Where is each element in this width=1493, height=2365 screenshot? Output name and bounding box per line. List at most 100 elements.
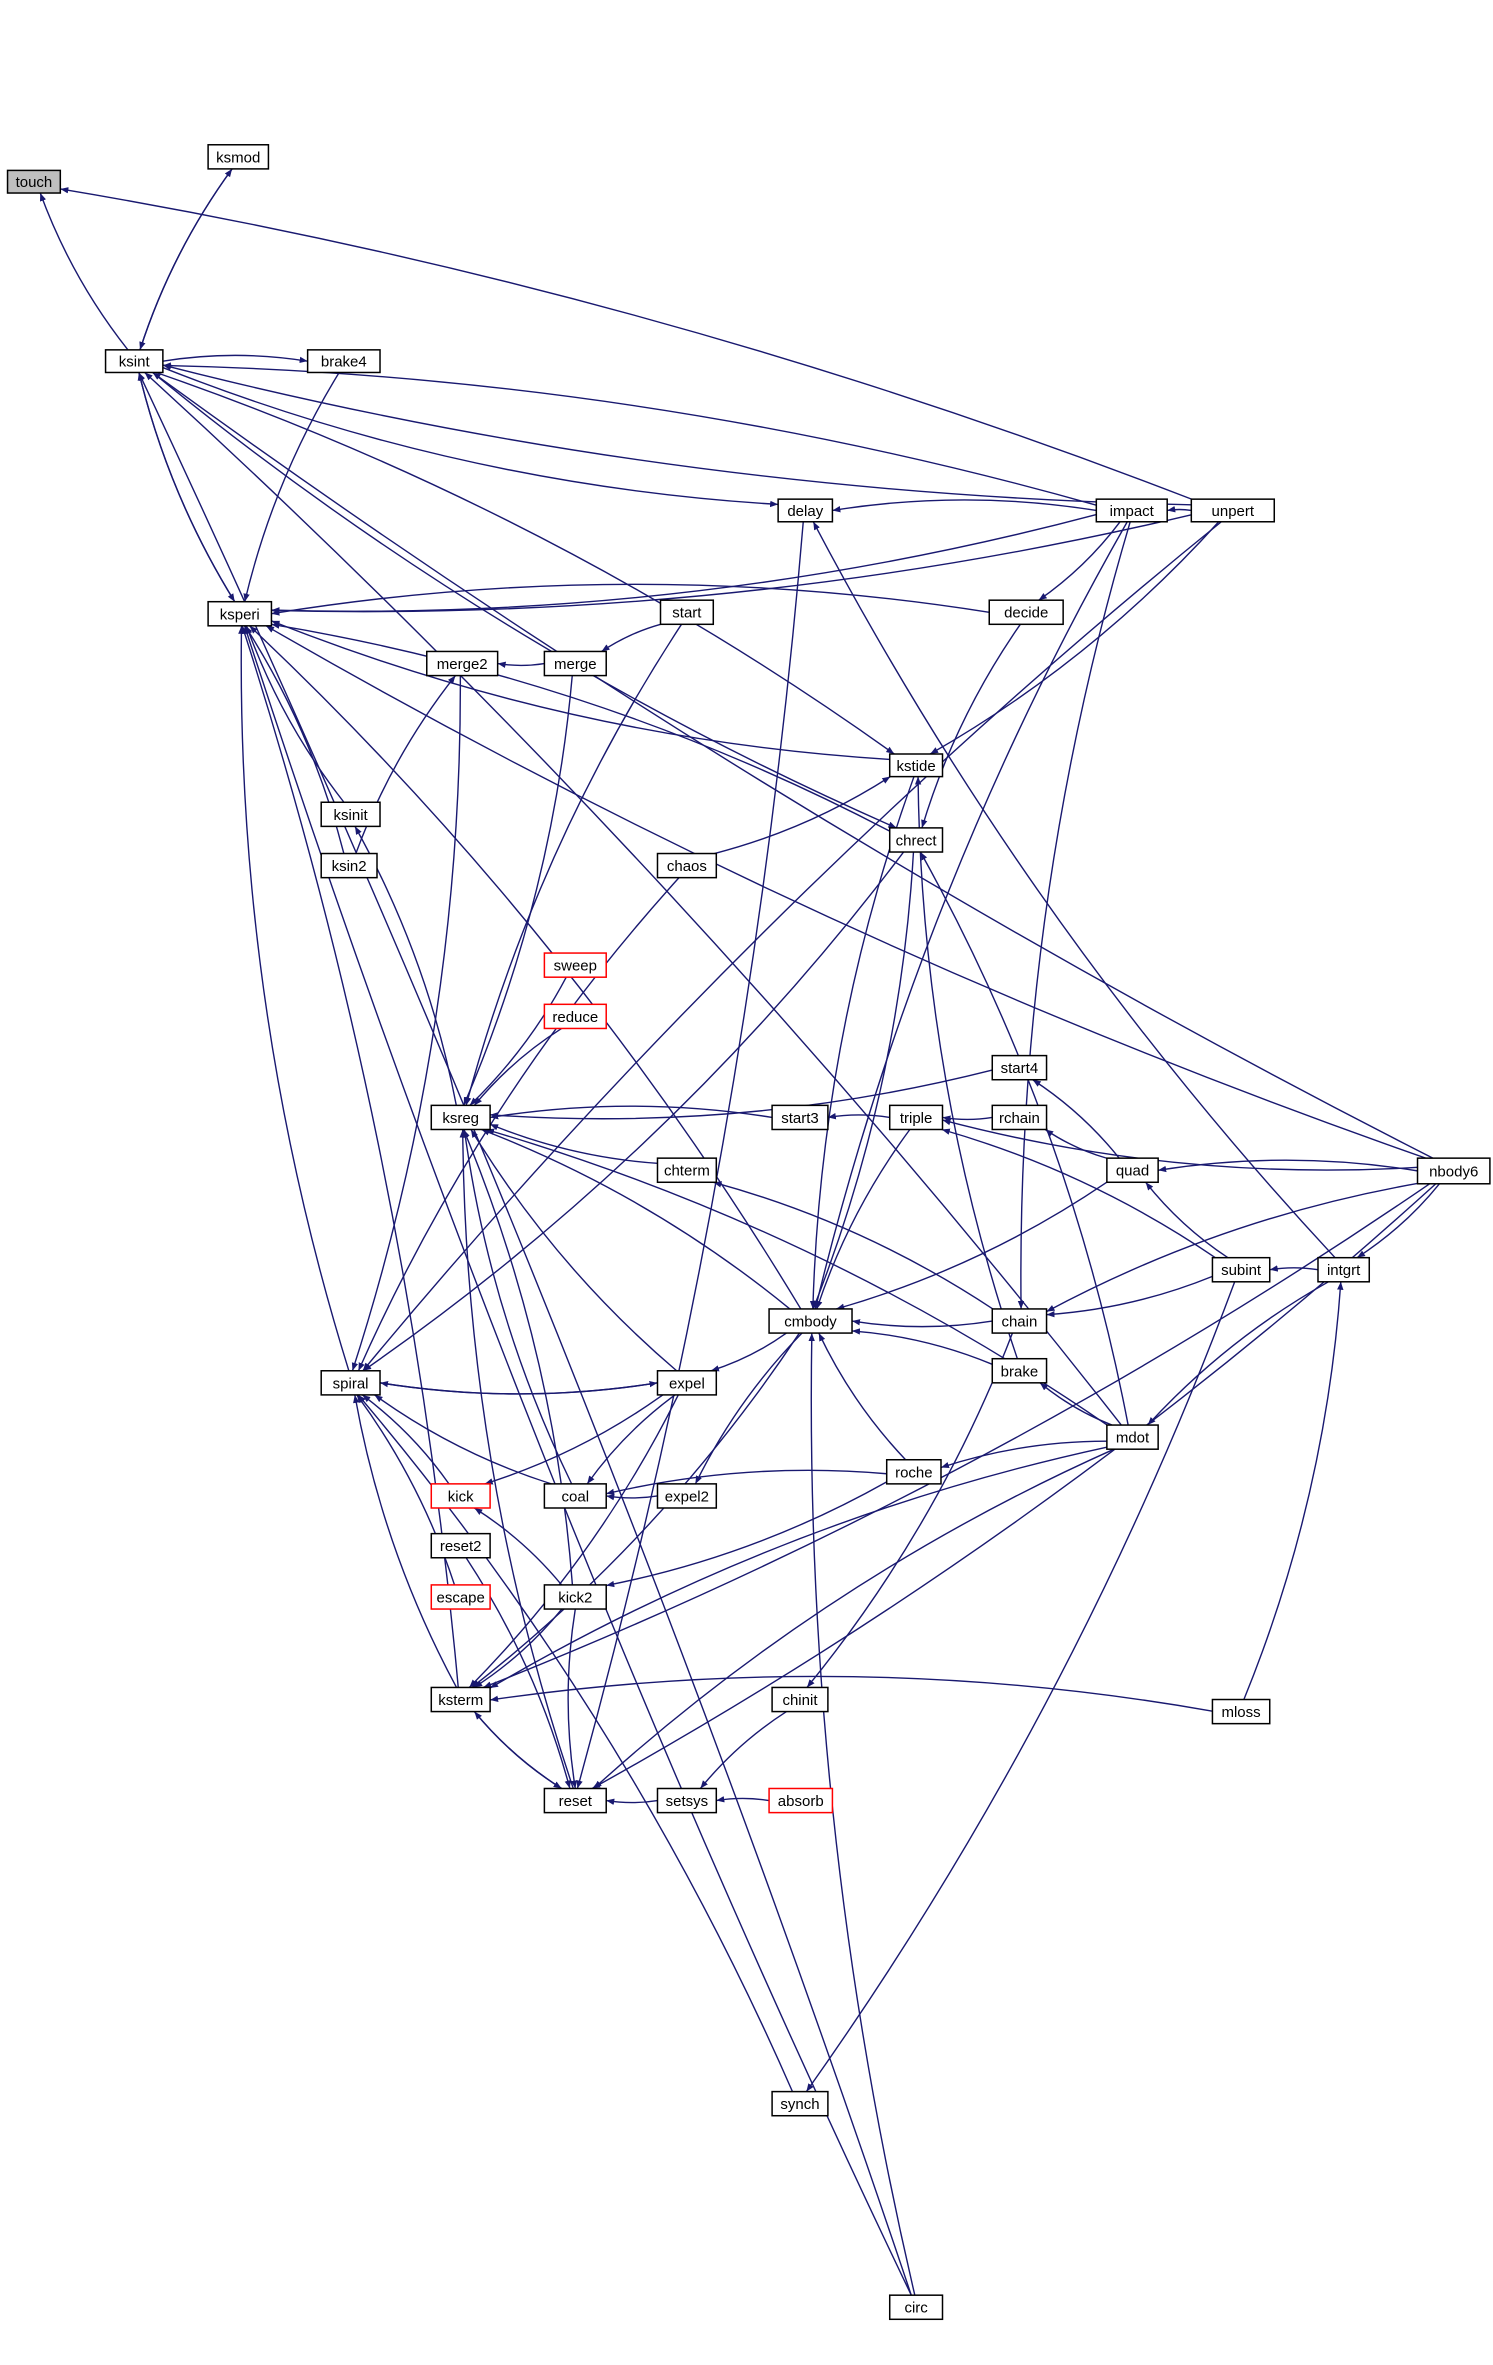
edge-expel-to-ksreg — [470, 1129, 678, 1372]
node-label: roche — [895, 1464, 933, 1481]
node-ksint[interactable]: ksint — [104, 349, 164, 374]
node-escape[interactable]: escape — [430, 1584, 491, 1610]
node-expel[interactable]: expel — [656, 1370, 718, 1396]
node-sweep[interactable]: sweep — [543, 952, 607, 978]
node-start[interactable]: start — [659, 599, 715, 626]
edge-impact-to-delay — [832, 499, 1097, 513]
node-reset2[interactable]: reset2 — [430, 1532, 491, 1559]
edge-decide-to-ksperi — [271, 583, 990, 616]
node-box — [659, 599, 715, 626]
edge-circ-to-cmbody — [808, 1333, 916, 2296]
node-box — [768, 1308, 853, 1334]
node-chinit[interactable]: chinit — [771, 1686, 829, 1713]
node-nbody6[interactable]: nbody6 — [1416, 1157, 1491, 1185]
edge-cmbody-to-expel — [710, 1332, 787, 1372]
node-synch[interactable]: synch — [771, 2090, 829, 2117]
edge-cmbody-to-expel2 — [694, 1332, 803, 1485]
node-setsys[interactable]: setsys — [656, 1787, 718, 1814]
edge-start-to-ksreg — [465, 623, 683, 1106]
node-ksterm[interactable]: ksterm — [430, 1686, 491, 1713]
node-unpert[interactable]: unpert — [1190, 498, 1276, 523]
node-kick2[interactable]: kick2 — [543, 1584, 607, 1610]
node-label: delay — [787, 503, 823, 520]
node-impact[interactable]: impact — [1095, 498, 1168, 523]
edge-chrect-to-spiral — [362, 851, 905, 1372]
edge-quad-to-start4 — [1032, 1079, 1120, 1159]
node-absorb[interactable]: absorb — [768, 1787, 834, 1814]
node-label: ksterm — [438, 1692, 483, 1709]
node-rchain[interactable]: rchain — [991, 1104, 1048, 1131]
node-box — [888, 753, 944, 778]
node-delay[interactable]: delay — [777, 498, 834, 523]
edge-chaos-to-kstide — [714, 776, 891, 855]
node-touch[interactable]: touch — [6, 169, 62, 194]
node-start4[interactable]: start4 — [991, 1054, 1048, 1081]
node-spiral[interactable]: spiral — [320, 1370, 381, 1396]
node-label: start — [672, 605, 702, 622]
node-ksmod[interactable]: ksmod — [207, 144, 270, 170]
node-mloss[interactable]: mloss — [1211, 1698, 1271, 1725]
node-roche[interactable]: roche — [885, 1458, 942, 1485]
node-kstide[interactable]: kstide — [888, 753, 944, 778]
node-chaos[interactable]: chaos — [656, 852, 718, 879]
node-coal[interactable]: coal — [543, 1483, 607, 1509]
edge-nbody6-to-chain — [1046, 1182, 1418, 1313]
node-label: chrect — [896, 832, 938, 849]
node-quad[interactable]: quad — [1106, 1157, 1159, 1184]
edge-unpert-to-spiral — [362, 521, 1222, 1372]
edge-expel-to-ksterm — [468, 1394, 679, 1688]
node-box — [656, 1483, 718, 1509]
edge-kick2-to-reset — [567, 1608, 578, 1789]
edge-intgrt-to-subint — [1269, 1265, 1319, 1272]
edge-mloss-to-intgrt — [1243, 1281, 1344, 1700]
node-triple[interactable]: triple — [888, 1104, 944, 1131]
node-merge[interactable]: merge — [543, 650, 607, 677]
node-intgrt[interactable]: intgrt — [1317, 1256, 1371, 1283]
node-subint[interactable]: subint — [1211, 1256, 1271, 1283]
node-chterm[interactable]: chterm — [656, 1157, 718, 1184]
node-ksperi[interactable]: ksperi — [207, 600, 273, 627]
edges-layer — [39, 168, 1440, 2296]
node-expel2[interactable]: expel2 — [656, 1483, 718, 1509]
edge-mloss-to-ksterm — [490, 1675, 1213, 1712]
node-circ[interactable]: circ — [888, 2294, 944, 2321]
node-merge2[interactable]: merge2 — [426, 650, 499, 677]
node-ksin2[interactable]: ksin2 — [320, 852, 378, 879]
node-chrect[interactable]: chrect — [888, 827, 944, 853]
edge-chterm-to-ksreg — [489, 1123, 658, 1165]
edge-ksint-to-delay — [162, 366, 779, 508]
edge-circ-to-ksint — [138, 372, 912, 2296]
node-box — [543, 1483, 607, 1509]
node-reset[interactable]: reset — [543, 1787, 607, 1814]
node-kick[interactable]: kick — [430, 1483, 491, 1509]
edge-chaos-to-spiral — [357, 877, 680, 1372]
node-decide[interactable]: decide — [988, 599, 1064, 626]
node-brake4[interactable]: brake4 — [306, 349, 381, 374]
node-cmbody[interactable]: cmbody — [768, 1308, 853, 1334]
node-label: unpert — [1212, 503, 1255, 520]
edge-kick2-to-kick — [474, 1507, 563, 1586]
node-chain[interactable]: chain — [991, 1308, 1048, 1334]
node-box — [207, 144, 270, 170]
edge-ksterm-to-reset — [473, 1711, 562, 1790]
node-box — [991, 1308, 1048, 1334]
node-box — [104, 349, 164, 374]
edge-mdot-to-ksterm — [489, 1446, 1108, 1689]
edge-nbody6-to-ksterm — [483, 1183, 1431, 1689]
node-brake[interactable]: brake — [991, 1357, 1048, 1384]
node-box — [656, 852, 718, 879]
node-mdot[interactable]: mdot — [1106, 1424, 1159, 1450]
node-ksreg[interactable]: ksreg — [430, 1104, 491, 1131]
edge-expel-to-kick — [484, 1394, 664, 1485]
edge-cmbody-to-ksperi — [249, 625, 802, 1310]
node-label: mloss — [1221, 1704, 1260, 1721]
node-label: impact — [1110, 503, 1155, 520]
node-label: chinit — [782, 1692, 818, 1709]
node-box — [430, 1584, 491, 1610]
node-ksinit[interactable]: ksinit — [320, 801, 381, 828]
node-reduce[interactable]: reduce — [543, 1003, 607, 1030]
node-start3[interactable]: start3 — [771, 1104, 829, 1131]
node-label: kick2 — [558, 1589, 592, 1606]
edge-expel2-to-coal — [606, 1494, 658, 1501]
edge-chrect-to-ksperi — [271, 622, 891, 832]
